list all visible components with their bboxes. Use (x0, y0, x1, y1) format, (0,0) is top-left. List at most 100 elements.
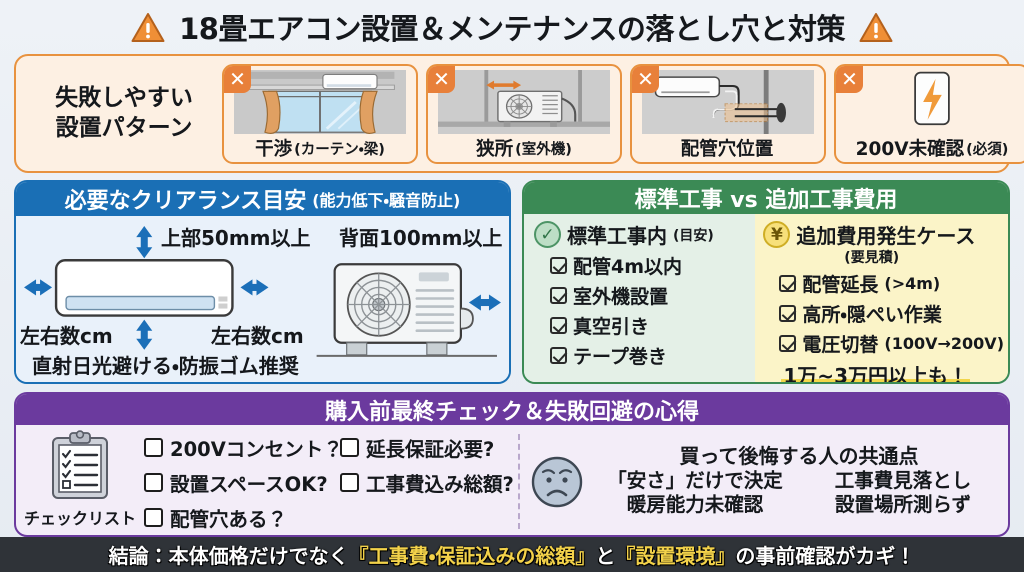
checked-box-icon (779, 275, 797, 292)
regret-item: 設置場所測らず (834, 493, 972, 517)
regret-text-block: 買って後悔する人の共通点 「安さ」だけで決定 工事費見落とし 暖房能力未確認 設… (596, 445, 1002, 517)
standard-work-item: 配管4m以内 (534, 252, 751, 279)
clearance-diagram: 上部50mm以上 背面100mm以上 左右数cm 左右数cm 直射日光避ける・防… (16, 216, 509, 382)
fail-card-200v[interactable]: ✕ 200V未確認 (必須) (834, 63, 1024, 164)
warning-triangle-icon (131, 12, 165, 42)
warning-triangle-icon (859, 12, 893, 42)
fail-patterns-label: 失敗しやすい 設置パターン (26, 84, 222, 143)
additional-cost-item-label: 配管延長 (802, 274, 879, 296)
empty-checkbox-icon[interactable] (340, 438, 359, 457)
checked-box-icon (550, 287, 567, 304)
checklist-caption: チェックリスト (23, 509, 136, 528)
yen-circle-icon: ¥ (763, 221, 791, 248)
page-title: 18畳エアコン設置＆メンテナンスの落とし穴と対策 (179, 12, 845, 46)
empty-checkbox-icon[interactable] (144, 473, 163, 492)
checked-box-icon (779, 335, 797, 352)
regret-item: 暖房能力未確認 (626, 493, 764, 517)
checklist-item-label: 200Vコンセント？ (170, 438, 343, 461)
check-circle-icon: ✓ (534, 221, 561, 248)
clipboard-checklist-icon (52, 430, 108, 499)
fail-card-interference[interactable]: ✕ (222, 63, 418, 164)
clearance-panel-subtitle: (能力低下・騒音防止) (312, 191, 461, 210)
conclusion-footer: 結論：本体価格だけでなく『工事費・保証込みの総額』と『設置環境』の事前確認がカギ… (0, 537, 1024, 572)
fail-card-pipe-hole[interactable]: ✕ 配管穴位置 (630, 63, 826, 164)
clearance-panel-header: 必要なクリアランス目安 (能力低下・騒音防止) (16, 182, 509, 216)
additional-cost-item-label: 電圧切替 (802, 334, 879, 356)
additional-cost-item: 電圧切替 (100V→200V) (763, 330, 1004, 357)
checklist-item[interactable]: 工事費込み総額? (340, 465, 514, 500)
vertical-divider (518, 434, 520, 529)
conclusion-text: 結論：本体価格だけでなく『工事費・保証込みの総額』と『設置環境』の事前確認がカギ… (109, 540, 916, 569)
regret-items: 「安さ」だけで決定 工事費見落とし 暖房能力未確認 設置場所測らず (596, 469, 1002, 518)
clearance-right-label: 左右数cm (211, 324, 304, 348)
fail-card-caption-main: 配管穴位置 (680, 139, 774, 160)
final-check-panel: 購入前最終チェック＆失敗回避の心得 (14, 392, 1010, 537)
checked-box-icon (779, 305, 797, 322)
checklist-item[interactable]: 延長保証必要? (340, 430, 514, 465)
mid-row: 必要なクリアランス目安 (能力低下・騒音防止) (14, 180, 1010, 384)
additional-cost-item: 高所・隠ぺい作業 (763, 300, 1004, 327)
conclusion-highlight-2: 『設置環境』 (615, 544, 736, 568)
cost-panel-header: 標準工事 vs 追加工事費用 (524, 182, 1008, 214)
fail-card-narrow-space[interactable]: ✕ (426, 63, 622, 164)
additional-cost-item-detail: (100V→200V) (884, 334, 1004, 353)
checked-box-icon (550, 347, 567, 364)
fail-card-caption-main: 200V未確認 (855, 139, 965, 160)
sad-face-icon (531, 456, 583, 507)
empty-checkbox-icon[interactable] (144, 508, 163, 527)
x-badge-icon: ✕ (632, 65, 659, 93)
standard-work-item-label: 室外機設置 (573, 286, 669, 308)
cost-panel: 標準工事 vs 追加工事費用 ✓ 標準工事内 (目安) 配管4m以内 (522, 180, 1010, 384)
arrow-up-down (136, 226, 153, 259)
checked-box-icon (550, 317, 567, 334)
empty-checkbox-icon[interactable] (144, 438, 163, 457)
conclusion-suffix: の事前確認がカギ！ (735, 544, 916, 568)
standard-work-item-label: 真空引き (573, 316, 650, 338)
clearance-top-label: 上部50mm以上 (161, 226, 311, 250)
additional-cost-total: 1万~3万円以上も！ (763, 360, 1004, 382)
fail-card-caption-main: 狭所 (476, 139, 514, 160)
checklist-item-label: 設置スペースOK? (170, 473, 328, 496)
standard-work-item: 室外機設置 (534, 282, 751, 309)
conclusion-mid: と (595, 544, 616, 568)
fail-patterns-label-line2: 設置パターン (55, 114, 193, 141)
additional-cost-item-label: 高所・隠ぺい作業 (802, 304, 942, 326)
checklist-item[interactable]: 200Vコンセント？ (144, 430, 343, 465)
standard-work-column: ✓ 標準工事内 (目安) 配管4m以内 室外機設置 真空引き (524, 214, 756, 382)
standard-work-item: 真空引き (534, 312, 751, 339)
additional-cost-note: (要見積) (844, 250, 900, 266)
final-check-body: チェックリスト 200Vコンセント？ 延長保証必要? 設置スペースOK? 工 (16, 425, 1008, 535)
checklist-item[interactable]: 設置スペースOK? (144, 465, 340, 500)
narrow-space-outdoor-unit-icon (438, 69, 610, 134)
clearance-bottom-label: 直射日光避ける・防振ゴム推奨 (32, 354, 299, 378)
fail-card-list: ✕ (222, 63, 1024, 164)
clearance-left-label: 左右数cm (20, 324, 113, 348)
regret-title: 買って後悔する人の共通点 (679, 444, 919, 469)
fail-card-caption: 狭所 (室外機) (428, 135, 620, 162)
cost-panel-body: ✓ 標準工事内 (目安) 配管4m以内 室外機設置 真空引き (524, 214, 1008, 382)
fail-card-caption-sub: (カーテン・梁) (294, 141, 385, 158)
conclusion-highlight-1: 『工事費・保証込みの総額』 (348, 544, 596, 568)
checklist-item-label: 配管穴ある？ (170, 508, 288, 531)
pre-purchase-checklist: 200Vコンセント？ 延長保証必要? 設置スペースOK? 工事費込み総額? 配管… (144, 428, 514, 535)
checked-box-icon (550, 257, 567, 274)
conclusion-prefix: 結論：本体価格だけでなく (108, 544, 349, 568)
standard-work-item: テープ巻き (534, 342, 751, 369)
checklist-item-label: 延長保証必要? (366, 438, 495, 461)
additional-cost-item-detail: (>4m) (884, 274, 941, 293)
lightning-bolt-icon (846, 69, 1018, 134)
clearance-back-label: 背面100mm以上 (339, 226, 503, 250)
x-badge-icon: ✕ (428, 65, 455, 93)
fail-card-caption-sub: (必須) (966, 141, 1009, 158)
additional-cost-total-value: 1万~3万円以上も！ (781, 364, 970, 382)
additional-cost-item: 配管延長 (>4m) (763, 270, 1004, 297)
fail-card-caption: 干渉 (カーテン・梁) (224, 135, 416, 162)
regret-item: 工事費見落とし (834, 468, 972, 492)
final-check-panel-header: 購入前最終チェック＆失敗回避の心得 (16, 394, 1008, 425)
checklist-item[interactable]: 配管穴ある？ (144, 500, 340, 535)
standard-work-item-label: テープ巻き (573, 346, 667, 368)
clearance-panel: 必要なクリアランス目安 (能力低下・騒音防止) (14, 180, 511, 384)
empty-checkbox-icon[interactable] (340, 473, 359, 492)
checklist-item-label: 工事費込み総額? (366, 473, 514, 496)
cost-panel-title: 標準工事 vs 追加工事費用 (634, 188, 898, 213)
